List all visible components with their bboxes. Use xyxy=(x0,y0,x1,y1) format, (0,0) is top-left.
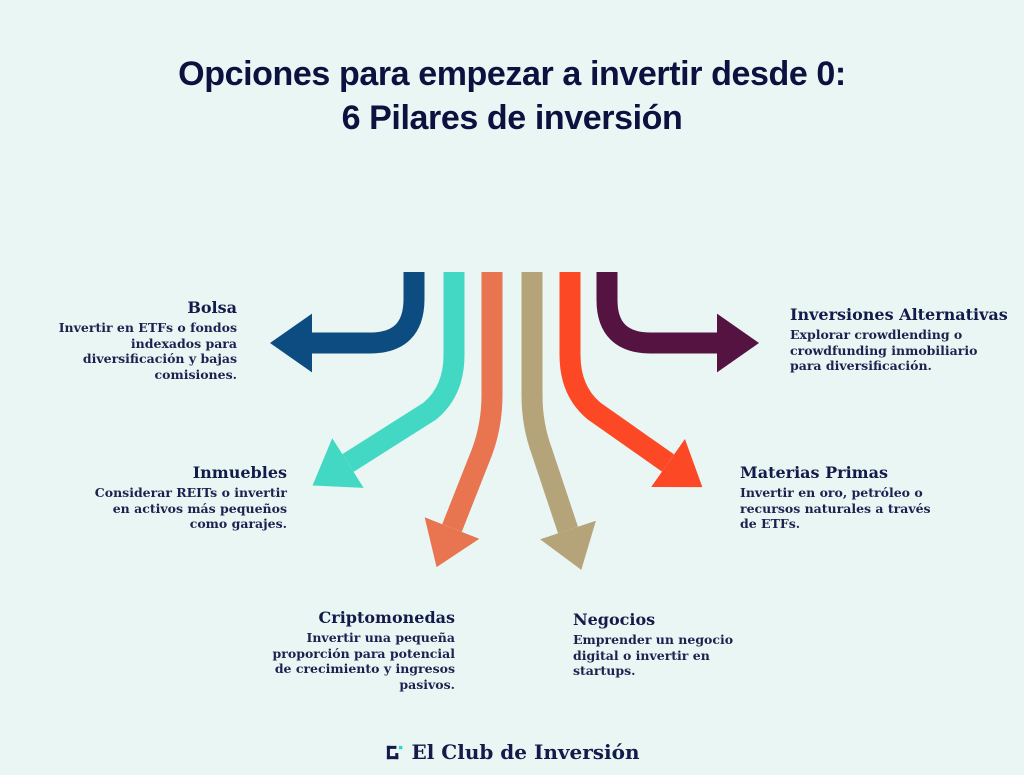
page-title-line1: Opciones para empezar a invertir desde 0… xyxy=(178,55,846,93)
arrow-negocios xyxy=(521,272,596,570)
pillar-negocios-heading: Negocios xyxy=(573,610,656,629)
pillar-criptomonedas-body: Invertir una pequeña proporción para pot… xyxy=(272,630,455,692)
footer-brand: El Club de Inversión xyxy=(0,740,1024,764)
pillar-negocios: Negocios Emprender un negocio digital o … xyxy=(573,611,795,679)
pillar-inmuebles-body: Considerar REITs o invertir en activos m… xyxy=(94,485,287,531)
pillar-inmuebles-heading: Inmuebles xyxy=(192,463,287,482)
page-title-line2: 6 Pilares de inversión xyxy=(341,99,683,137)
pillar-inmuebles: Inmuebles Considerar REITs o invertir en… xyxy=(65,464,287,532)
pillar-materias-primas-heading: Materias Primas xyxy=(740,463,888,482)
pillar-criptomonedas-heading: Criptomonedas xyxy=(318,608,455,627)
arrow-bolsa xyxy=(270,272,425,373)
pillar-bolsa: Bolsa Invertir en ETFs o fondos indexado… xyxy=(15,299,237,382)
pillar-inversiones-alternativas-body: Explorar crowdlending o crowdfunding inm… xyxy=(790,327,978,373)
brand-name: El Club de Inversión xyxy=(411,740,640,764)
pillar-inversiones-alternativas-heading: Inversiones Alternativas xyxy=(790,305,1008,324)
arrow-materias-primas xyxy=(559,272,703,488)
pillar-negocios-body: Emprender un negocio digital o invertir … xyxy=(573,632,734,678)
arrow-inmuebles xyxy=(312,272,465,488)
club-brackets-icon xyxy=(386,745,402,759)
pillar-inversiones-alternativas: Inversiones Alternativas Explorar crowdl… xyxy=(790,306,1012,374)
pillar-materias-primas: Materias Primas Invertir en oro, petróle… xyxy=(740,464,962,532)
arrow-alternativas xyxy=(596,272,759,373)
pillar-bolsa-heading: Bolsa xyxy=(187,298,237,317)
pillar-materias-primas-body: Invertir en oro, petróleo o recursos nat… xyxy=(740,485,931,531)
pillar-bolsa-body: Invertir en ETFs o fondos indexados para… xyxy=(58,320,237,382)
arrow-criptomonedas xyxy=(424,272,503,568)
page-title: Opciones para empezar a invertir desde 0… xyxy=(0,52,1024,140)
pillar-criptomonedas: Criptomonedas Invertir una pequeña propo… xyxy=(233,609,455,692)
